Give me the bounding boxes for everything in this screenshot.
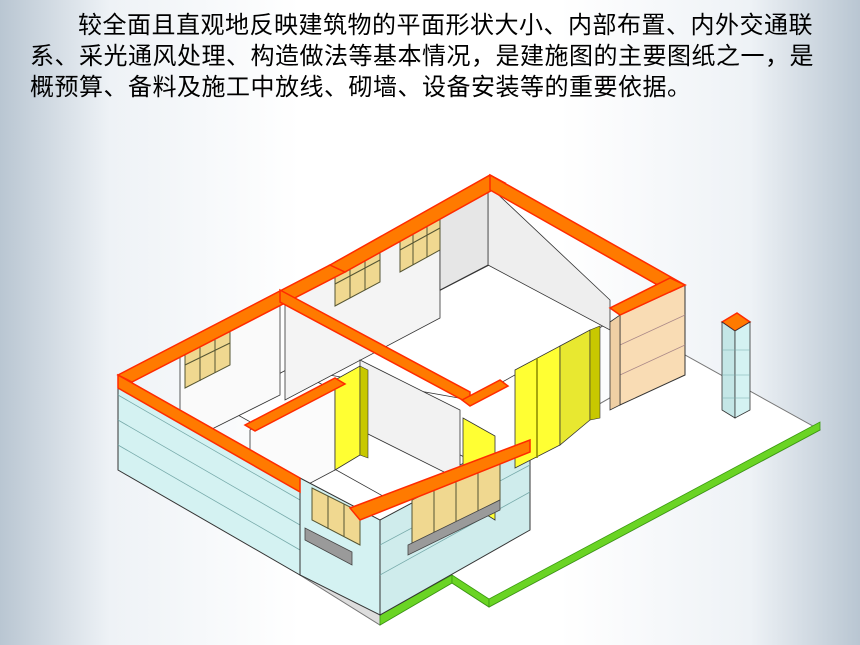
window-icon [311,487,361,546]
window-sill [407,499,501,556]
building-cutaway-illustration [116,173,822,626]
doors [334,325,601,521]
pillar-icon [720,312,752,419]
window-sill [304,527,353,566]
wall-sections [116,173,687,521]
door-icon [514,325,601,469]
description-paragraph: 较全面且直观地反映建筑物的平面形状大小、内部布置、内外交通联系、采光通风处理、构… [30,11,814,101]
windows [184,205,501,566]
door-icon [334,365,369,471]
